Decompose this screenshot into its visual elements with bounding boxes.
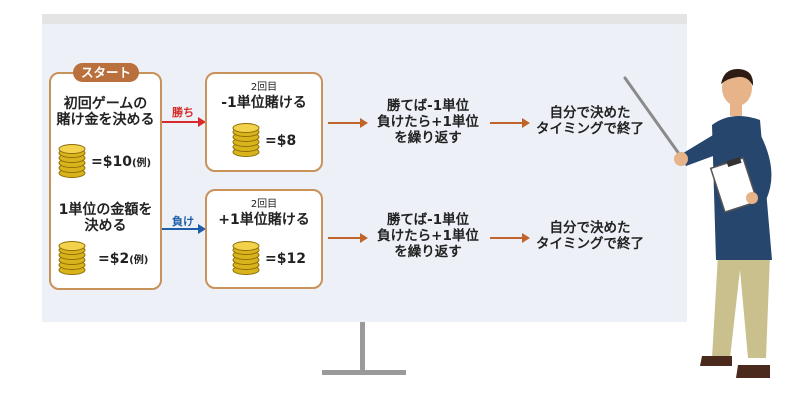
win-amount: =$8	[265, 133, 297, 149]
lose-repeat-line2: 負けたら+1単位	[377, 228, 479, 244]
win-end-text: 自分で決めた タイミングで終了	[532, 105, 648, 137]
coin-stack-icon	[232, 123, 260, 157]
whiteboard-top-edge	[42, 14, 687, 24]
whiteboard-stand-foot	[322, 370, 406, 375]
unit-amount-line2: 決める	[84, 218, 127, 234]
unit-amount-label: 1単位の金額を 決める	[50, 202, 161, 234]
lose-repeat-line1: 勝てば-1単位	[386, 212, 470, 228]
unit-amount-line1: 1単位の金額を	[58, 202, 153, 218]
coin-stack-icon	[58, 144, 86, 178]
win-end-line1: 自分で決めた	[549, 105, 631, 121]
lose-amount: =$12	[265, 251, 306, 267]
flow-arrow-icon	[328, 118, 368, 128]
lose-end-text: 自分で決めた タイミングで終了	[532, 220, 648, 252]
lose-repeat-text: 勝てば-1単位 負けたら+1単位 を繰り返す	[368, 212, 488, 260]
win-repeat-line3: を繰り返す	[394, 130, 462, 146]
lose-round2-box	[205, 189, 323, 289]
lose-label: 負け	[172, 215, 194, 228]
win-action-label: -1単位賭ける	[221, 95, 307, 111]
pointer-stick-icon	[623, 76, 684, 160]
lose-round-label: 2回目	[250, 199, 278, 210]
win-end-line2: タイミングで終了	[536, 121, 644, 137]
coin-stack-icon	[232, 241, 260, 275]
start-tag: スタート	[73, 63, 139, 82]
unit-amount-amount: =$2(例)	[98, 251, 148, 269]
unit-amount-note: (例)	[129, 255, 149, 266]
initial-bet-note: (例)	[131, 158, 152, 169]
unit-amount-value: =$2	[98, 251, 130, 267]
initial-bet-label: 初回ゲームの 賭け金を決める	[50, 96, 161, 128]
coin-stack-icon	[58, 241, 86, 275]
initial-bet-amount: =$10(例)	[91, 154, 151, 172]
lose-end-line1: 自分で決めた	[549, 220, 631, 236]
initial-bet-line1: 初回ゲームの	[63, 96, 148, 112]
presenter-illustration	[623, 68, 772, 378]
win-round-label: 2回目	[250, 82, 278, 93]
flow-arrow-icon	[490, 118, 530, 128]
win-repeat-line2: 負けたら+1単位	[377, 114, 479, 130]
win-repeat-line1: 勝てば-1単位	[386, 98, 470, 114]
win-round2-box	[205, 72, 323, 172]
win-repeat-text: 勝てば-1単位 負けたら+1単位 を繰り返す	[368, 98, 488, 146]
lose-action-label: +1単位賭ける	[218, 212, 310, 228]
initial-bet-value: =$10	[91, 154, 132, 170]
lose-end-line2: タイミングで終了	[536, 236, 644, 252]
flow-arrow-icon	[328, 233, 368, 243]
lose-repeat-line3: を繰り返す	[394, 244, 462, 260]
flow-arrow-icon	[490, 233, 530, 243]
lose-arrow-icon	[162, 224, 206, 234]
whiteboard-stand-post	[360, 322, 365, 372]
win-label: 勝ち	[172, 106, 194, 119]
initial-bet-line2: 賭け金を決める	[56, 112, 155, 128]
win-arrow-icon	[162, 117, 206, 127]
